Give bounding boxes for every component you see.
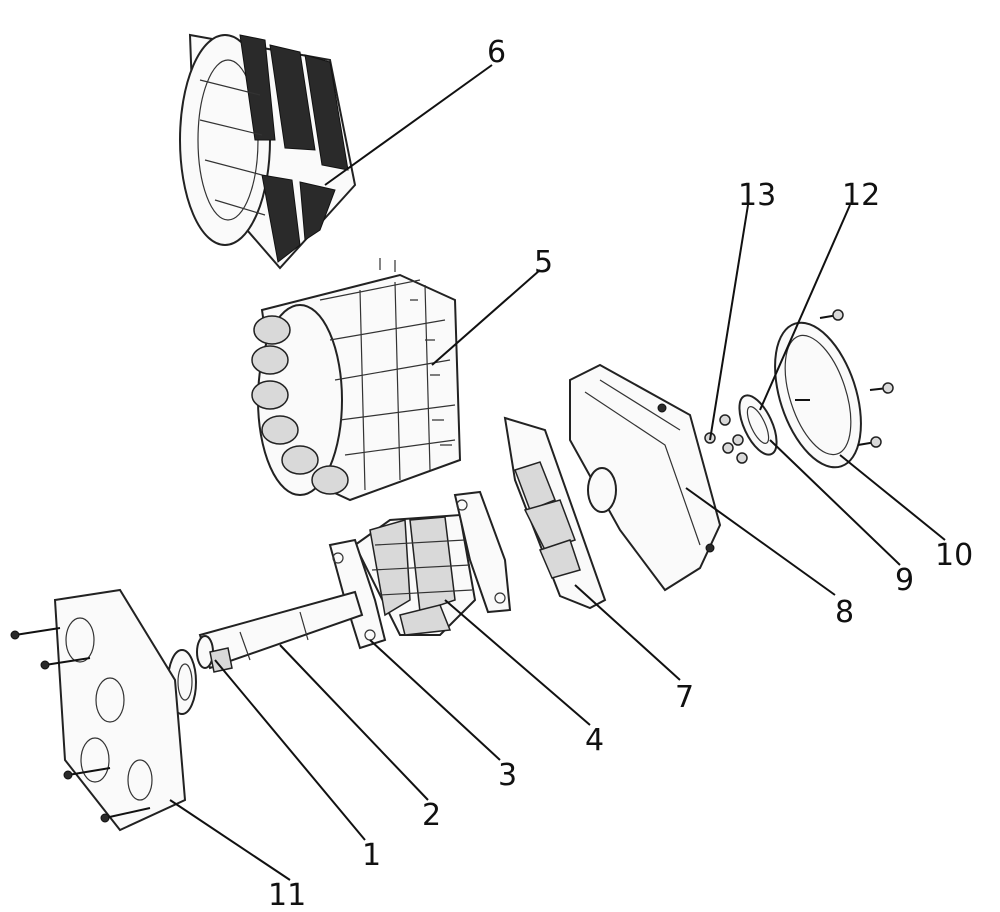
part-8-rear-housing [569,363,722,592]
part-10-rear-cover [774,309,894,469]
leader-1 [214,659,366,841]
label-1: 1 [362,838,381,873]
label-13: 13 [738,178,776,213]
leader-9 [769,439,901,566]
part-4-rotor-core [353,513,477,636]
label-3: 3 [498,758,517,793]
leader-3 [369,639,501,761]
part-6-stator-core [179,33,357,270]
part-2-shaft [196,590,364,670]
label-8: 8 [835,595,854,630]
leader-8 [685,487,836,596]
label-12: 12 [842,178,880,213]
leader-10 [839,454,946,541]
leader-4 [444,599,591,726]
label-4: 4 [585,723,604,758]
label-7: 7 [675,680,694,715]
part-9-gasket [738,394,778,456]
part-3-magnet-plate [328,490,512,650]
leader-lines [169,64,946,881]
part-labels: 6 5 13 12 8 9 10 7 4 3 2 1 11 [268,35,973,912]
leader-5 [431,269,541,366]
part-5-stator-winding [251,258,462,502]
leader-7 [574,584,681,681]
leader-13 [709,204,749,441]
label-2: 2 [422,798,441,833]
leader-11 [169,799,291,881]
label-6: 6 [487,35,506,70]
label-5: 5 [534,245,553,280]
part-7-control-board [503,416,607,610]
label-11: 11 [268,878,306,912]
part-11-front-end-cover [10,588,187,832]
label-9: 9 [895,563,914,598]
label-10: 10 [935,538,973,573]
leader-2 [279,644,429,801]
leader-12 [759,204,851,411]
leader-6 [324,64,493,186]
